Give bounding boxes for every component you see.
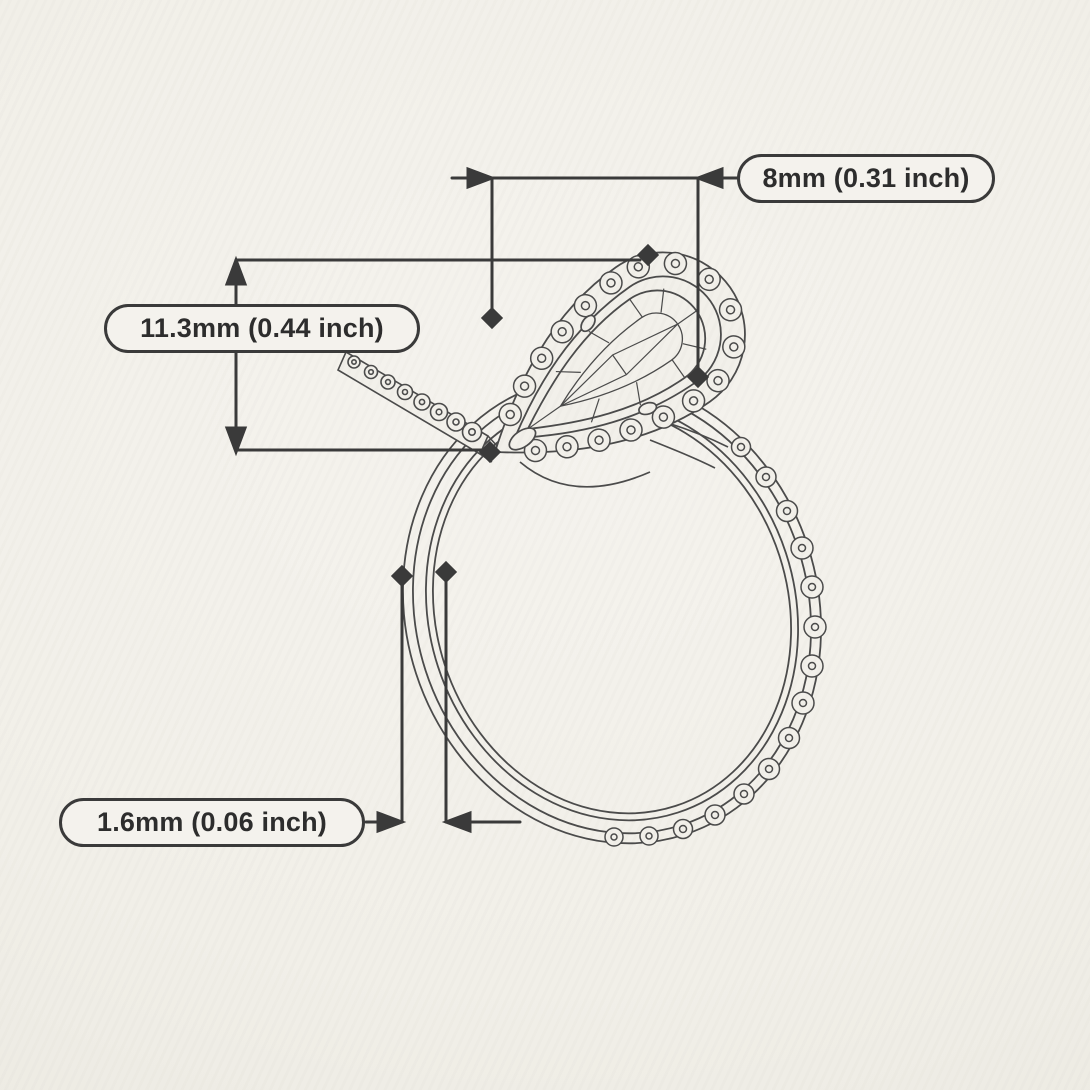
diamond-marker — [686, 365, 710, 389]
arrow-right-icon — [376, 810, 407, 834]
band-pave-stones — [604, 436, 827, 847]
shank-pave-rail — [336, 350, 499, 463]
halo-band-connectors — [519, 422, 729, 488]
halo-stones — [498, 251, 746, 463]
arrow-right-icon — [466, 166, 497, 190]
dimension-label-head-width-text: 8mm (0.31 inch) — [762, 163, 970, 193]
tip-prong — [508, 427, 537, 451]
arrow-left-icon — [693, 166, 724, 190]
dimension-label-head-width: 8mm (0.31 inch) — [737, 154, 995, 203]
dimension-label-head-height: 11.3mm (0.44 inch) — [104, 304, 420, 353]
diamond-marker — [434, 560, 458, 584]
center-stone — [526, 288, 707, 431]
arrow-down-icon — [224, 426, 248, 457]
side-prong-upper — [580, 314, 596, 333]
arrow-left-icon — [441, 810, 472, 834]
diamond-marker — [480, 306, 504, 330]
diamond-marker — [636, 243, 660, 267]
dimension-label-head-height-text: 11.3mm (0.44 inch) — [140, 313, 384, 343]
dimension-label-band-thickness-text: 1.6mm (0.06 inch) — [97, 807, 327, 837]
diamond-marker — [390, 564, 414, 588]
halo-head — [493, 251, 746, 463]
dimension-head-height — [224, 243, 660, 464]
center-stone-facets — [527, 288, 707, 430]
diamond-marker — [478, 440, 502, 464]
halo-inner-outline — [513, 275, 722, 440]
dimension-band-thickness — [364, 560, 522, 834]
prongs — [508, 314, 658, 451]
dimension-head-width — [450, 166, 739, 389]
arrow-up-icon — [224, 255, 248, 286]
side-prong-lower — [638, 401, 658, 416]
dimension-label-band-thickness: 1.6mm (0.06 inch) — [59, 798, 365, 847]
